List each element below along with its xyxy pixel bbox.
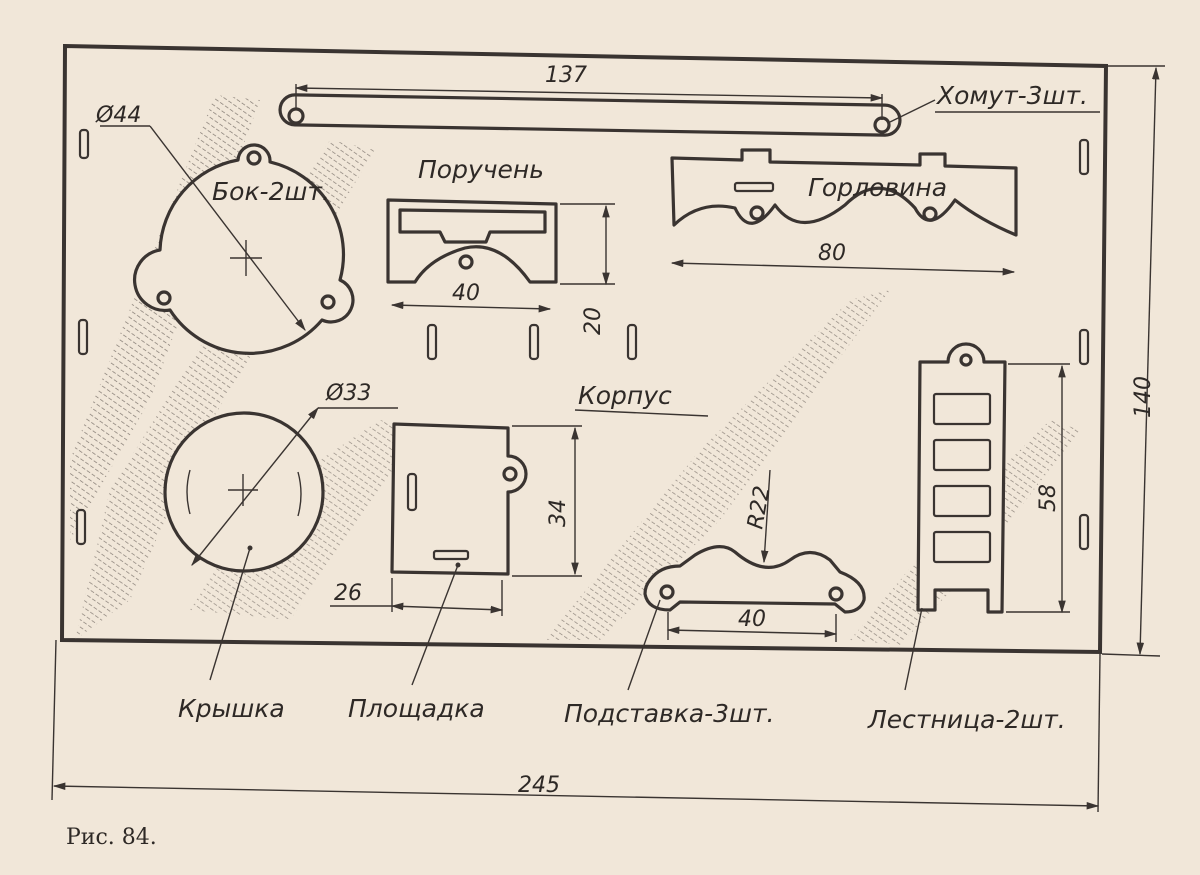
bok-part: [100, 125, 355, 355]
korpus-part: [330, 409, 709, 686]
gorlovina-width-dim: 80: [818, 241, 846, 266]
khomut-label: Хомут-3шт.: [935, 81, 1088, 110]
podstavka-width-dim: 40: [738, 607, 766, 632]
bok-label: Бок-2шт.: [212, 177, 330, 206]
korpus-height-dim: 34: [546, 499, 571, 527]
sheet-slots: [75, 128, 1090, 551]
lestnitsa-part: [904, 342, 1070, 691]
podstavka-part: [627, 469, 866, 691]
ploshchadka-label: Площадка: [348, 694, 485, 723]
khomut-length-dim: 137: [545, 63, 587, 88]
figure-caption: Рис. 84.: [66, 825, 157, 850]
bok-diameter-dim: Ø44: [95, 103, 141, 128]
podstavka-radius-dim: R22: [743, 484, 775, 531]
ploshchadka-width-dim: 26: [334, 581, 362, 606]
poruchen-part: [386, 198, 615, 313]
kryshka-diameter-dim: Ø33: [325, 381, 371, 406]
podstavka-label: Подставка-3шт.: [564, 699, 774, 728]
sheet-width-dim: 245: [518, 773, 560, 798]
kryshka-part: [163, 407, 398, 681]
poruchen-width-dim: 40: [452, 281, 480, 306]
gorlovina-part: [670, 148, 1018, 276]
poruchen-label: Поручень: [418, 155, 544, 184]
lestnitsa-label: Лестница-2шт.: [867, 705, 1066, 734]
sheet-height-dim: 140: [1131, 376, 1156, 418]
sheet-outline: [59, 43, 1109, 655]
korpus-label: Корпус: [578, 381, 672, 410]
lestnitsa-height-dim: 58: [1036, 484, 1061, 512]
khomut-part: [278, 84, 1100, 137]
overall-dimensions: [51, 65, 1165, 813]
gorlovina-label: Горловина: [808, 173, 947, 202]
kryshka-label: Крышка: [178, 694, 285, 723]
poruchen-height-dim: 20: [581, 307, 606, 335]
